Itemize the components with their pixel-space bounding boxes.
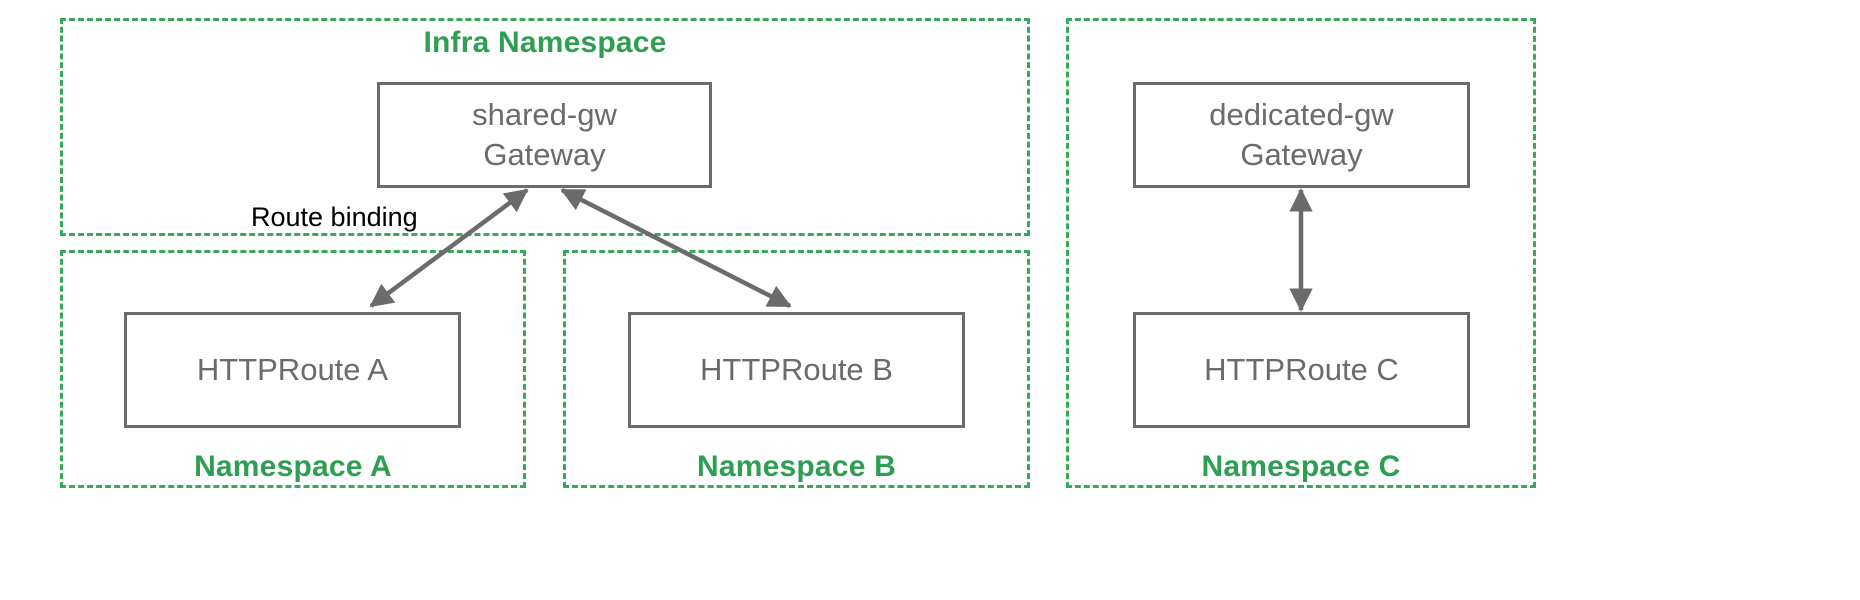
node-httproute-a[interactable]: HTTPRoute A	[124, 312, 461, 428]
node-shared-gw-gateway[interactable]: shared-gw Gateway	[377, 82, 712, 188]
namespace-label-infra: Infra Namespace	[423, 26, 667, 59]
node-shared-gw-line2: Gateway	[483, 137, 606, 172]
node-httproute-c-label: HTTPRoute C	[1204, 352, 1399, 388]
edge-label-route-binding: Route binding	[248, 202, 421, 233]
node-dedicated-gw-line2: Gateway	[1240, 137, 1363, 172]
node-dedicated-gw-line1: dedicated-gw	[1209, 97, 1394, 133]
namespace-label-a: Namespace A	[194, 450, 392, 483]
namespace-label-c: Namespace C	[1201, 450, 1401, 483]
namespace-box-b	[563, 250, 1030, 488]
namespace-box-infra	[60, 18, 1030, 236]
node-httproute-a-label: HTTPRoute A	[196, 352, 389, 388]
namespace-box-a	[60, 250, 526, 488]
node-dedicated-gw-gateway[interactable]: dedicated-gw Gateway	[1133, 82, 1470, 188]
namespace-label-b: Namespace B	[697, 450, 896, 483]
node-httproute-b[interactable]: HTTPRoute B	[628, 312, 965, 428]
node-httproute-b-label: HTTPRoute B	[700, 352, 893, 388]
node-httproute-c[interactable]: HTTPRoute C	[1133, 312, 1470, 428]
namespace-box-c	[1066, 18, 1536, 488]
node-shared-gw-line1: shared-gw	[472, 97, 617, 133]
